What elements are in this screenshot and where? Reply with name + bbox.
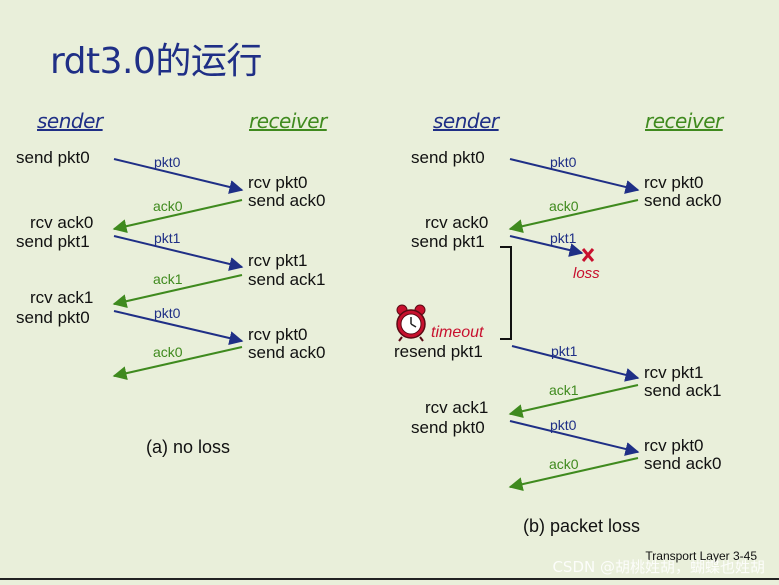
a-msg-label: ack1 bbox=[153, 271, 183, 287]
b-receiver-event: send ack1 bbox=[644, 381, 722, 400]
b-arrow-pkt1-resend bbox=[511, 345, 640, 382]
a-arrow-ack0 bbox=[112, 199, 243, 234]
a-msg-label: pkt0 bbox=[154, 305, 181, 321]
slide-title: rdt3.0的运行 bbox=[50, 41, 262, 82]
a-msg-label: pkt1 bbox=[154, 230, 181, 246]
b-arrow-ack1 bbox=[508, 384, 639, 419]
b-arrow-pkt0-2 bbox=[509, 420, 640, 456]
b-arrow-pkt1-lost bbox=[509, 235, 584, 257]
b-arrow-ack0 bbox=[508, 199, 639, 234]
a-arrow-pkt1 bbox=[113, 235, 244, 271]
timeout-label: timeout bbox=[431, 324, 484, 341]
b-msg-label: pkt0 bbox=[550, 154, 577, 170]
a-sender-event: rcv ack1 bbox=[30, 288, 94, 307]
b-msg-label: ack1 bbox=[549, 382, 579, 398]
bottom-rule bbox=[0, 578, 779, 580]
b-msg-label: ack0 bbox=[549, 198, 579, 214]
a-sender-event: send pkt1 bbox=[16, 232, 90, 251]
a-receiver-event: send ack0 bbox=[248, 343, 326, 362]
a-receiver-event: send ack1 bbox=[248, 270, 326, 289]
b-receiver-event: rcv pkt1 bbox=[644, 363, 704, 382]
b-msg-label: pkt1 bbox=[550, 230, 577, 246]
b-receiver-event: send ack0 bbox=[644, 191, 722, 210]
a-receiver-event: rcv pkt0 bbox=[248, 173, 308, 192]
a-receiver-header: receiver bbox=[249, 109, 327, 133]
b-sender-event: resend pkt1 bbox=[394, 342, 483, 361]
b-arrow-ack0-2 bbox=[508, 457, 639, 492]
a-msg-label: ack0 bbox=[153, 344, 183, 360]
b-sender-event: send pkt0 bbox=[411, 418, 485, 437]
b-receiver-event: rcv pkt0 bbox=[644, 436, 704, 455]
b-sender-event: rcv ack1 bbox=[425, 398, 489, 417]
a-sender-header: sender bbox=[37, 109, 103, 133]
a-caption: (a) no loss bbox=[146, 437, 231, 457]
alarm-clock-icon bbox=[396, 304, 426, 342]
a-arrow-pkt0 bbox=[113, 158, 244, 194]
a-arrow-ack1 bbox=[112, 274, 243, 309]
a-receiver-event: rcv pkt1 bbox=[248, 251, 308, 270]
a-receiver-event: rcv pkt0 bbox=[248, 325, 308, 344]
a-arrow-pkt0-2 bbox=[113, 310, 244, 345]
a-msg-label: pkt0 bbox=[154, 154, 181, 170]
b-caption: (b) packet loss bbox=[523, 516, 641, 536]
b-sender-event: rcv ack0 bbox=[425, 213, 489, 232]
a-sender-event: rcv ack0 bbox=[30, 213, 94, 232]
b-sender-header: sender bbox=[433, 109, 499, 133]
b-msg-label: pkt0 bbox=[550, 417, 577, 433]
loss-x-icon bbox=[581, 248, 595, 262]
b-msg-label: pkt1 bbox=[551, 343, 578, 359]
b-sender-event: send pkt0 bbox=[411, 148, 485, 167]
b-receiver-header: receiver bbox=[645, 109, 723, 133]
timeout-bracket bbox=[500, 246, 512, 340]
watermark: CSDN @胡桃姓胡，蝴蝶也姓胡 bbox=[552, 558, 765, 576]
b-receiver-event: rcv pkt0 bbox=[644, 173, 704, 192]
footer-slide-number: Transport Layer 3-45 bbox=[645, 549, 757, 563]
b-arrow-pkt0 bbox=[509, 158, 640, 194]
a-arrow-ack0-2 bbox=[112, 346, 243, 381]
b-receiver-event: send ack0 bbox=[644, 454, 722, 473]
b-sender-event: send pkt1 bbox=[411, 232, 485, 251]
a-msg-label: ack0 bbox=[153, 198, 183, 214]
a-receiver-event: send ack0 bbox=[248, 191, 326, 210]
a-sender-event: send pkt0 bbox=[16, 148, 90, 167]
loss-label: loss bbox=[573, 265, 600, 282]
a-sender-event: send pkt0 bbox=[16, 308, 90, 327]
b-msg-label: ack0 bbox=[549, 456, 579, 472]
